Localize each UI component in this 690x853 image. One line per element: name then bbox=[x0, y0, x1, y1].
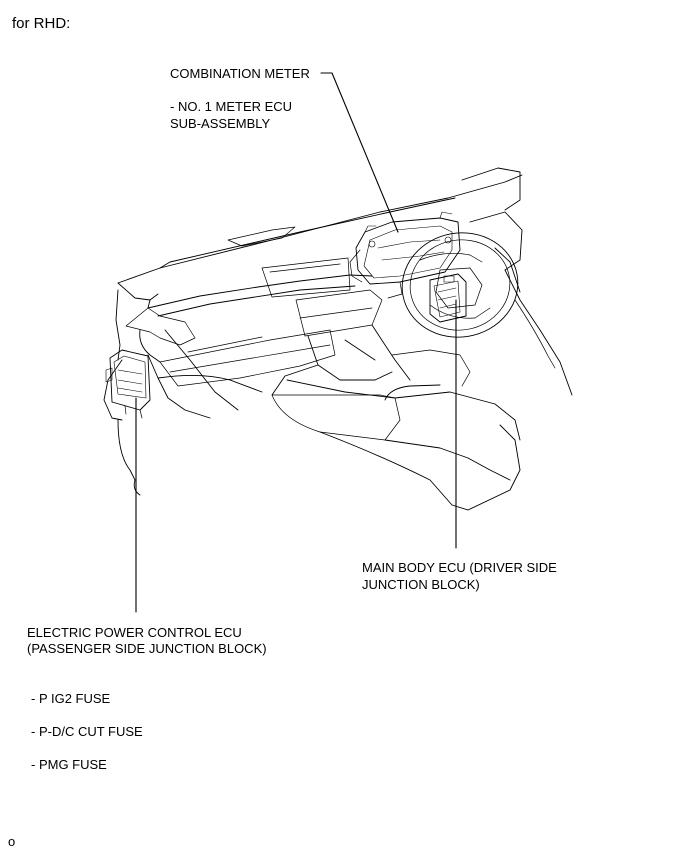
glove-box bbox=[159, 329, 336, 387]
fuse-item: - P-D/C CUT FUSE bbox=[31, 724, 143, 739]
meter-ecu-label-line2: SUB-ASSEMBLY bbox=[170, 116, 271, 131]
variant-heading: for RHD: bbox=[12, 15, 71, 32]
fuse-item: - PMG FUSE bbox=[31, 757, 107, 772]
fuse-item: - P IG2 FUSE bbox=[31, 691, 111, 706]
main-body-ecu-label-line1: MAIN BODY ECU (DRIVER SIDE bbox=[362, 560, 557, 575]
meter-ecu-label-line1: - NO. 1 METER ECU bbox=[170, 99, 293, 114]
center-console bbox=[271, 394, 401, 441]
power-ecu-label-line2: (PASSENGER SIDE JUNCTION BLOCK) bbox=[27, 641, 267, 656]
steering-wheel-rim bbox=[401, 232, 519, 338]
windshield-frame bbox=[117, 174, 523, 284]
dash-left-side bbox=[125, 307, 196, 346]
combination-meter-unit bbox=[349, 211, 461, 299]
dash-right bbox=[461, 167, 521, 211]
combination-meter-label: COMBINATION METER bbox=[170, 66, 310, 81]
power-control-ecu-unit bbox=[105, 349, 151, 419]
dash-top bbox=[147, 274, 373, 309]
main-body-ecu-unit bbox=[429, 273, 467, 323]
combination-meter-leader bbox=[320, 72, 399, 233]
main-body-ecu-label-line2: JUNCTION BLOCK) bbox=[362, 577, 480, 592]
windshield-upper bbox=[159, 197, 456, 269]
footer-mark: o bbox=[8, 834, 16, 849]
power-ecu-label-line1: ELECTRIC POWER CONTROL ECU bbox=[27, 625, 242, 640]
